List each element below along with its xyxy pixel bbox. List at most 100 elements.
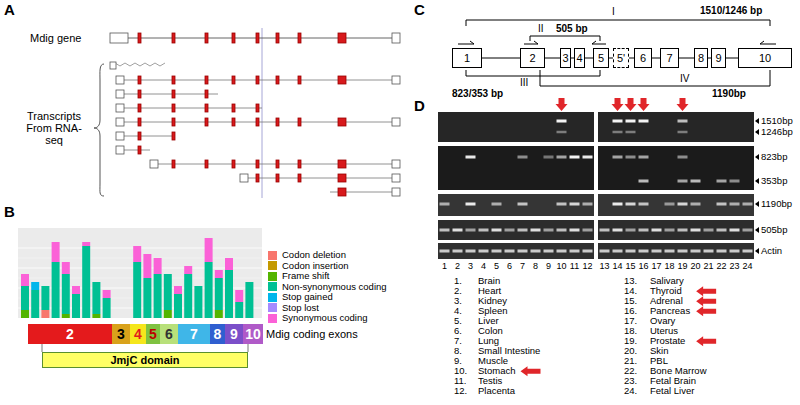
gel-band: [557, 203, 567, 206]
node-text: 7: [190, 327, 198, 341]
utr-box: [116, 146, 124, 154]
lane-number: 6: [502, 262, 518, 272]
exon-segment: 2: [28, 324, 112, 344]
marker-line: [262, 28, 263, 198]
transcript-line: [150, 164, 400, 165]
exon-box: [338, 118, 346, 126]
tissue-number: 9.: [454, 356, 462, 366]
bar-segment: [174, 294, 182, 318]
bar-segment: [205, 262, 213, 318]
tissue-name: Ovary: [650, 316, 675, 326]
tissue-name: Adrenal: [650, 296, 683, 306]
utr-box: [116, 118, 124, 126]
legend-item: Non-synonymous coding: [268, 282, 387, 292]
exon-box: [256, 33, 259, 43]
size-label: Actin: [761, 246, 782, 256]
bar-segment: [235, 290, 243, 302]
exon-box: 9: [711, 48, 726, 68]
exon-box: [338, 76, 346, 84]
bracket-line: [770, 20, 771, 26]
tissue-name: Prostate: [650, 336, 685, 346]
intron-line: [545, 58, 560, 59]
gel-band: [600, 229, 610, 232]
gene-structure: [94, 28, 400, 198]
exon-box: [256, 76, 259, 84]
highlight-arrow: [677, 98, 689, 111]
exon-box: 3: [560, 48, 571, 68]
exon-box: [298, 118, 301, 126]
node-text: 2: [529, 53, 535, 64]
tissue-number: 14.: [624, 286, 637, 296]
intron-line: [679, 58, 694, 59]
gel-band: [626, 203, 636, 206]
annotation-label: I: [612, 6, 615, 17]
gel-band: [600, 250, 610, 253]
gel-band: [453, 250, 463, 253]
exon-box: 4: [574, 48, 585, 68]
exon-box: [276, 33, 279, 43]
tissue-name: Skin: [650, 346, 668, 356]
gel-band: [639, 229, 649, 232]
gel-band: [570, 156, 580, 159]
gel-lane-block: [438, 243, 594, 259]
lane-number: 11: [567, 262, 583, 272]
tissue-name: Lung: [478, 336, 499, 346]
node-text: 3: [562, 53, 568, 64]
bar-segment: [92, 282, 100, 314]
highlight-arrow: [625, 98, 637, 111]
utr-box: [116, 90, 124, 98]
gel-band: [544, 229, 554, 232]
primer-arrow: [458, 44, 474, 45]
exon-box: [232, 118, 235, 126]
annotation-label: 1510/1246 bp: [700, 5, 762, 16]
tissue-name: Placenta: [478, 386, 515, 396]
exon-box: 10: [738, 48, 792, 68]
annotation-label: 823/353 bp: [452, 88, 503, 99]
tissue-number: 10.: [454, 366, 467, 376]
panel-letter: C: [414, 2, 425, 19]
node-text: 4: [134, 327, 142, 341]
gel-band: [544, 156, 554, 159]
annotation-label: Mdig coding exons: [266, 328, 358, 340]
gel-band: [639, 203, 649, 206]
exon-box: [205, 118, 208, 126]
bar-segment: [174, 286, 182, 294]
size-marker: [755, 118, 759, 124]
exon-box: [205, 104, 208, 112]
tissue-number: 17.: [624, 316, 637, 326]
exon-box: [338, 174, 346, 182]
gel-band: [518, 156, 528, 159]
highlight-arrow: [612, 98, 624, 111]
exon-box: [172, 33, 175, 43]
highlight-arrow: [696, 296, 716, 306]
gel-band: [583, 203, 593, 206]
legend-swatch: [268, 282, 277, 291]
legend-item: Synonymous coding: [268, 313, 368, 323]
exon-box: [232, 33, 235, 43]
tissue-number: 23.: [624, 376, 637, 386]
gel-band: [665, 203, 675, 206]
exon-box: [298, 33, 301, 43]
node-text: 6: [165, 327, 173, 341]
transcript-line: [116, 136, 175, 137]
lane-number: 17: [649, 262, 665, 272]
gel-band: [626, 229, 636, 232]
node-text: 5: [149, 327, 157, 341]
gel-band: [730, 203, 740, 206]
bracket-line: [466, 76, 600, 77]
bar-segment: [164, 274, 172, 310]
utr-box: [116, 76, 124, 84]
node-text: 4: [576, 53, 582, 64]
bar-segment: [92, 314, 100, 318]
exon-box: [205, 33, 208, 43]
utr-box: [392, 188, 400, 196]
node-text: 10: [245, 327, 261, 341]
exon-box: [276, 160, 279, 168]
lane-number: 23: [727, 262, 743, 272]
legend-text: Stop gained: [282, 292, 333, 302]
annotation-label: IV: [680, 73, 689, 84]
gel-band: [691, 180, 701, 183]
node-text: 9: [230, 327, 238, 341]
gel-band: [557, 229, 567, 232]
gel-band: [678, 120, 688, 123]
